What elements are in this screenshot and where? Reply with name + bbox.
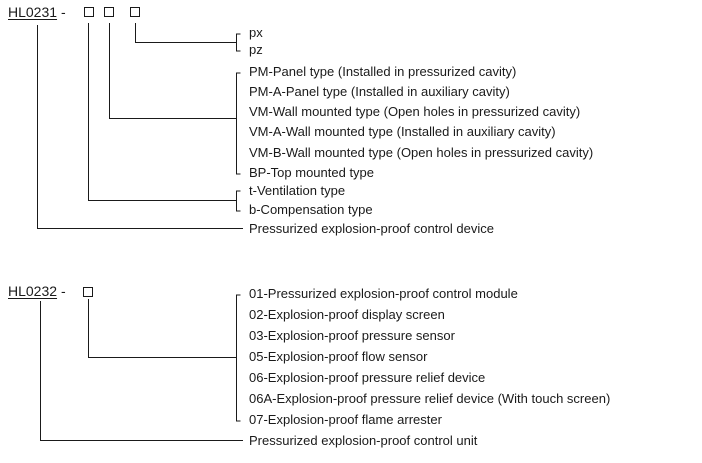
placeholder-box-3 (130, 7, 140, 17)
option-06: 06-Explosion-proof pressure relief devic… (249, 370, 486, 385)
placeholder-box-1 (84, 7, 94, 17)
placeholder-box-2 (104, 7, 114, 17)
option-vm-b: VM-B-Wall mounted type (Open holes in pr… (249, 145, 594, 160)
option-px: px (249, 25, 263, 40)
bracket-component (236, 294, 241, 422)
model-code-1: HL0231 - (8, 4, 66, 20)
model-code-2-text: HL0232 (8, 283, 58, 299)
connector-base-2 (40, 301, 243, 441)
connector-mount-type (109, 23, 237, 119)
option-02: 02-Explosion-proof display screen (249, 307, 445, 322)
bracket-pressure-mode (236, 190, 241, 212)
option-07: 07-Explosion-proof flame arrester (249, 412, 442, 427)
base-description-1: Pressurized explosion-proof control devi… (249, 221, 494, 236)
base-description-2: Pressurized explosion-proof control unit (249, 433, 478, 448)
model-code-2-separator: - (60, 283, 66, 299)
option-pm-a: PM-A-Panel type (Installed in auxiliary … (249, 84, 510, 99)
option-05: 05-Explosion-proof flow sensor (249, 349, 428, 364)
option-03: 03-Explosion-proof pressure sensor (249, 328, 455, 343)
model-code-2: HL0232 - (8, 283, 66, 299)
model-code-1-text: HL0231 (8, 4, 58, 20)
connector-base-1 (37, 25, 243, 229)
connector-pressure-mode (88, 23, 237, 201)
option-t: t-Ventilation type (249, 183, 346, 198)
connector-component (88, 299, 237, 358)
option-pm: PM-Panel type (Installed in pressurized … (249, 64, 517, 79)
option-pz: pz (249, 42, 263, 57)
connector-suffix (135, 23, 237, 43)
option-bp: BP-Top mounted type (249, 165, 375, 180)
bracket-suffix (236, 33, 241, 52)
bracket-mount-type (236, 72, 241, 175)
option-vm: VM-Wall mounted type (Open holes in pres… (249, 104, 581, 119)
option-vm-a: VM-A-Wall mounted type (Installed in aux… (249, 124, 556, 139)
option-b: b-Compensation type (249, 202, 373, 217)
placeholder-box-4 (83, 287, 93, 297)
model-code-1-separator: - (60, 4, 66, 20)
option-01: 01-Pressurized explosion-proof control m… (249, 286, 518, 301)
option-06a: 06A-Explosion-proof pressure relief devi… (249, 391, 611, 406)
